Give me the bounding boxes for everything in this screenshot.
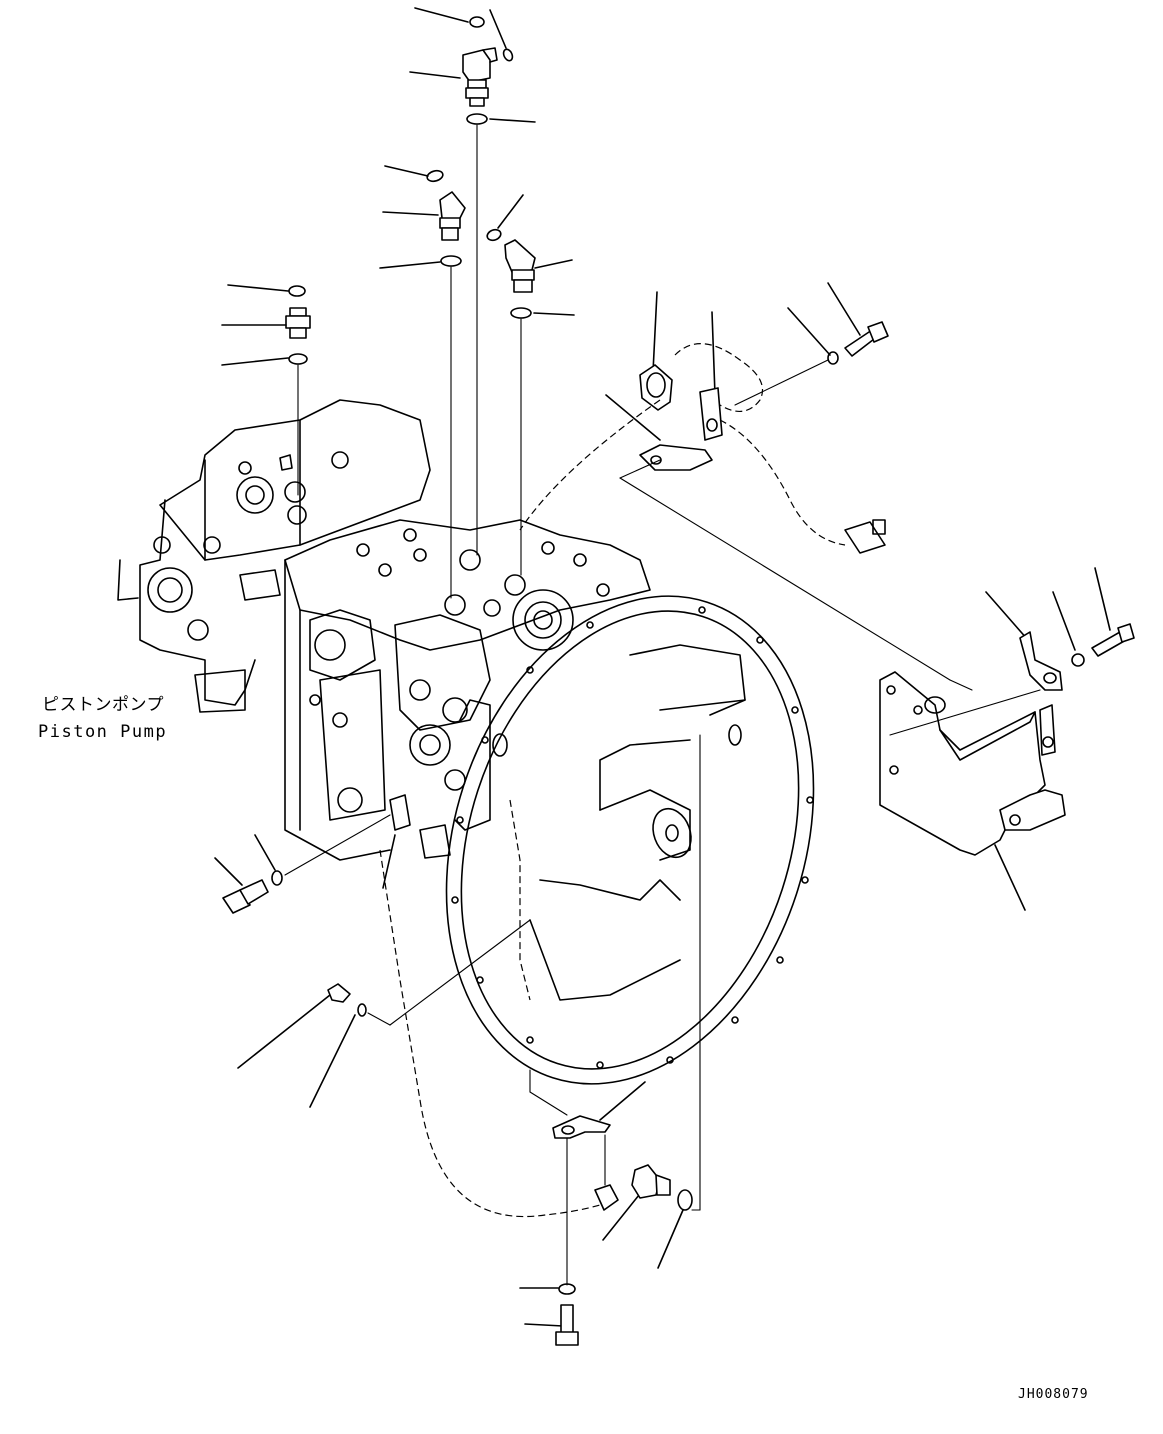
plug-lower [631,1164,671,1199]
fitting-left [285,285,311,496]
plug-and-oring-left [327,919,531,1026]
bolt-left [222,794,411,914]
pump-body [117,399,815,1085]
mounting-bracket [879,623,1135,856]
top-fitting-straight [462,16,514,556]
elbow-fitting-2 [486,228,536,576]
elbow-fitting-1 [426,169,466,599]
pump-label-english: Piston Pump [38,722,168,742]
oring-lower [677,734,701,1211]
lower-clamp [379,849,619,1286]
washer-bolt-lower [555,1283,579,1346]
harness-clamps-top [519,321,951,681]
drawing-code: JH008079 [1018,1387,1089,1402]
pump-label-japanese: ピストンポンプ [42,695,164,715]
callout-leaders [214,7,1111,1327]
flange-bolt-holes [451,606,814,1069]
